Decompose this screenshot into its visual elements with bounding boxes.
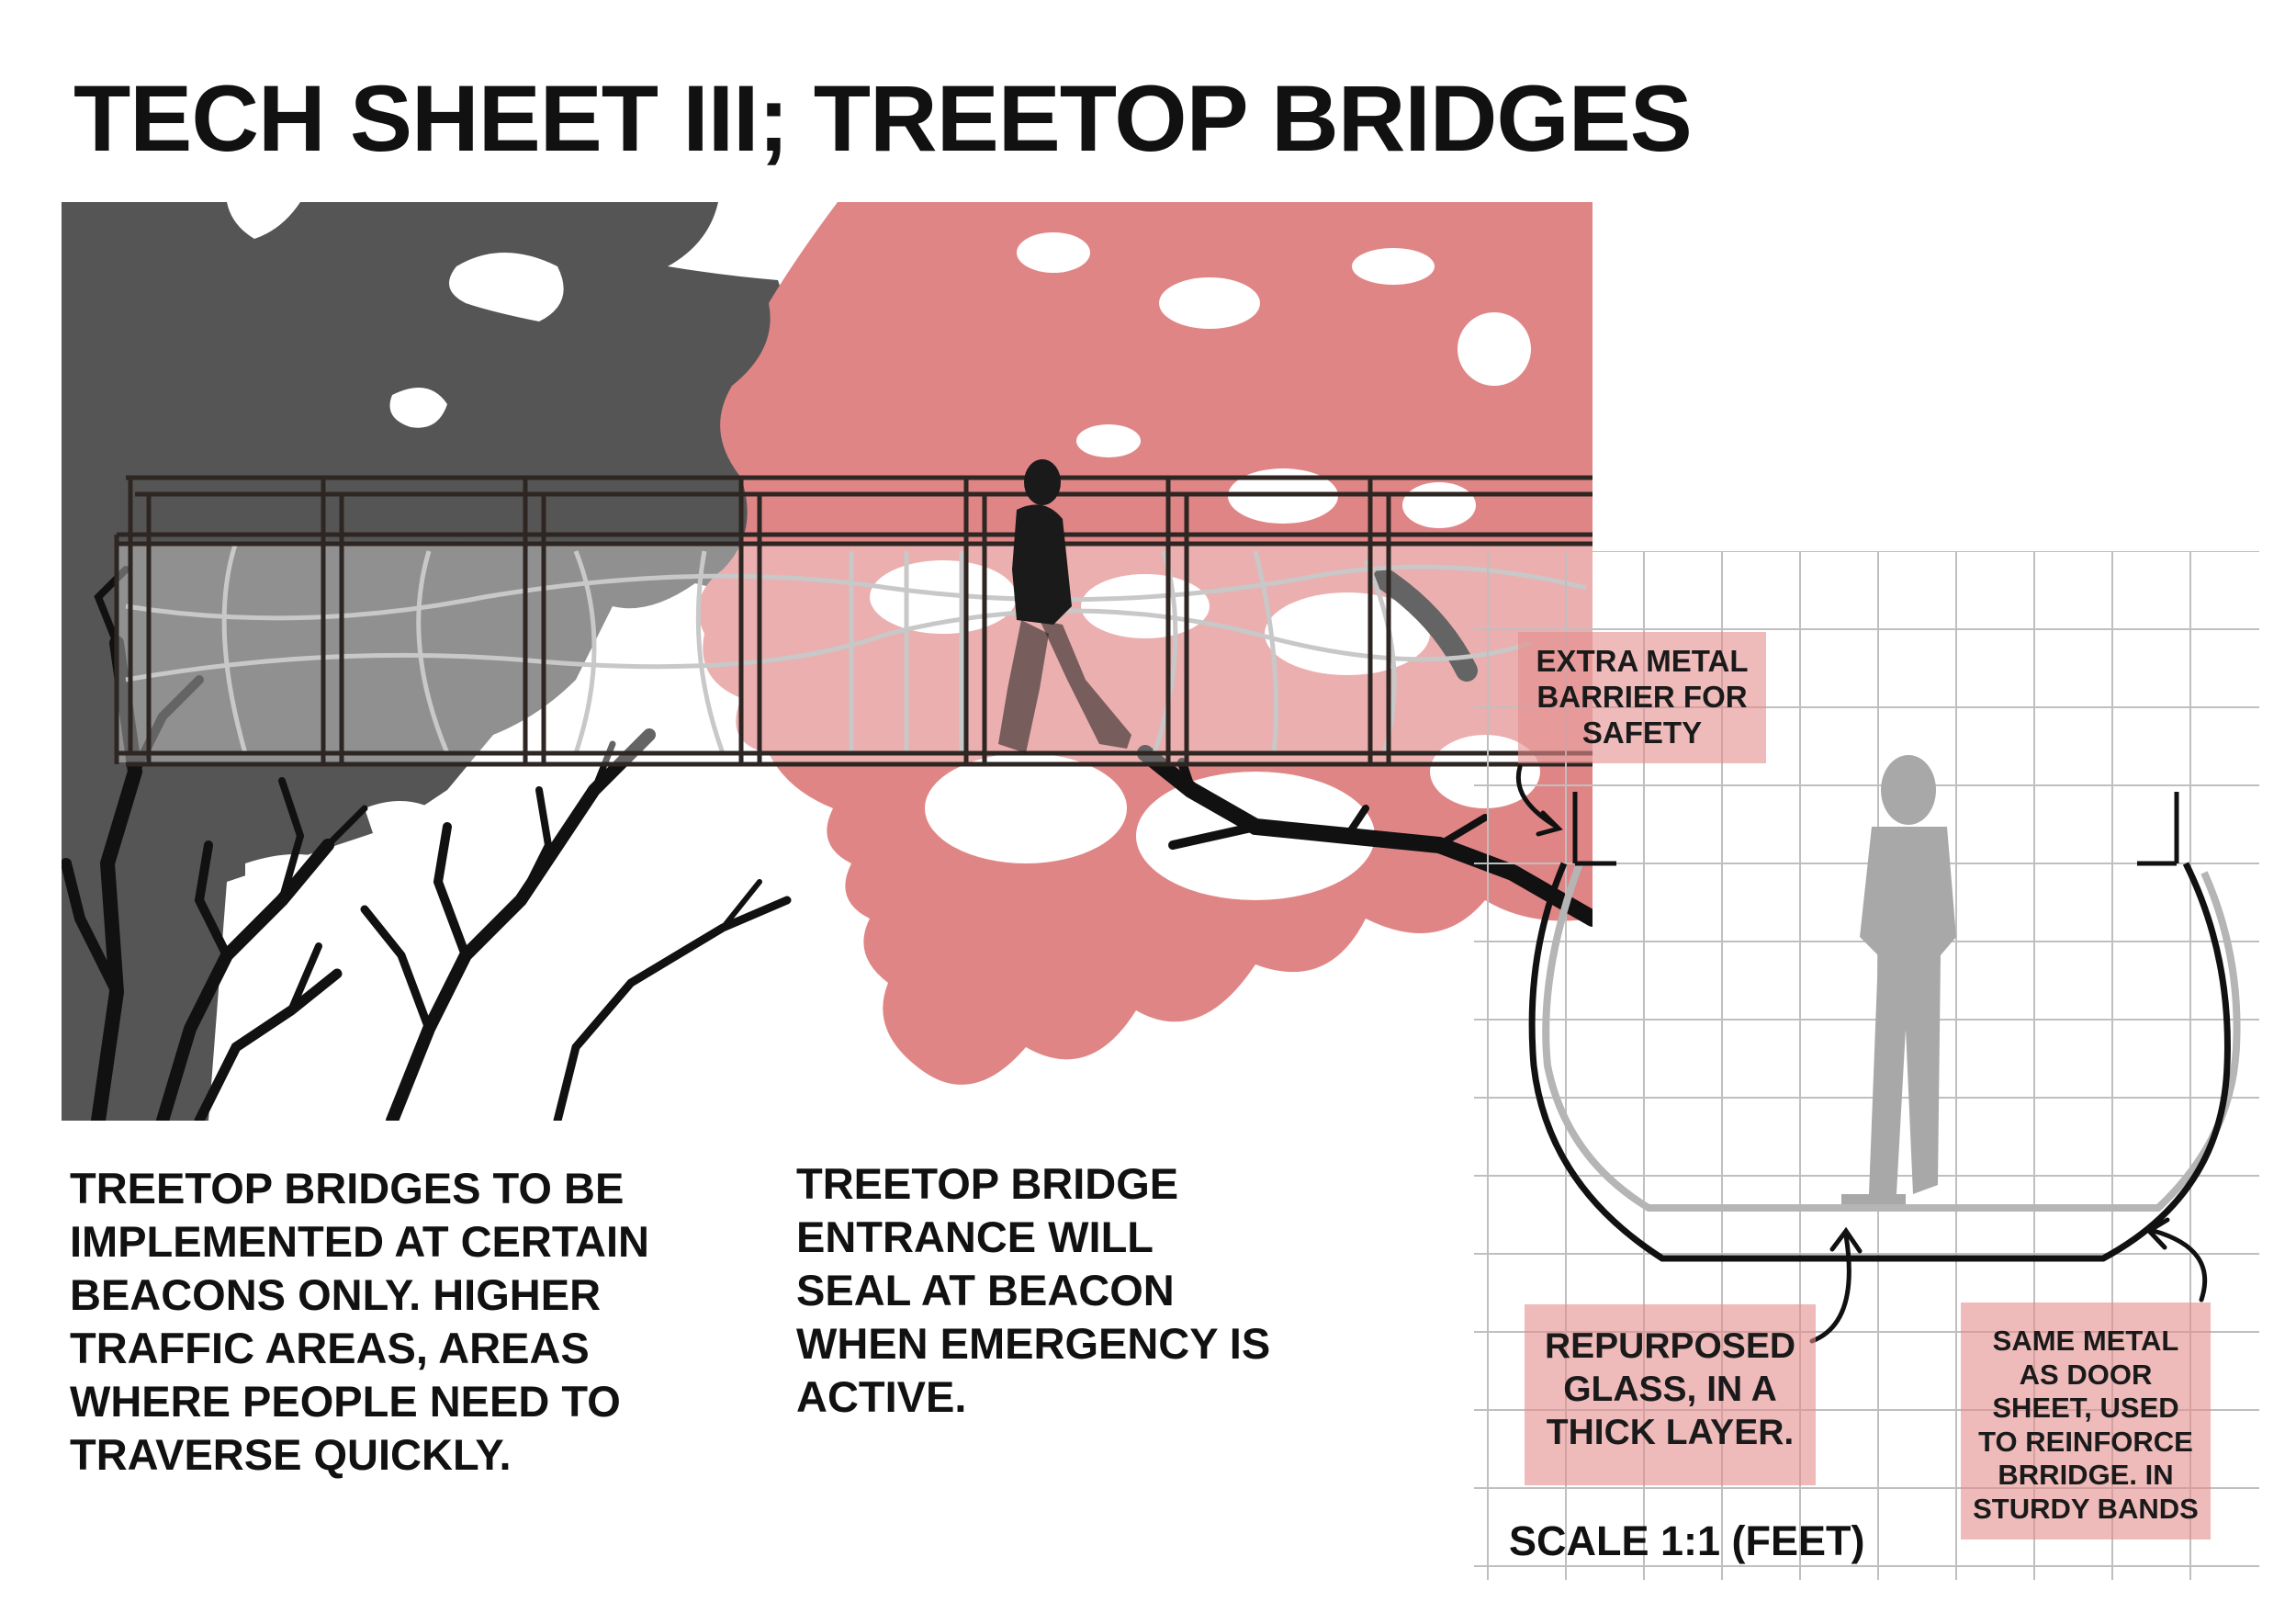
description-bridge-entrance: TREETOP BRIDGE ENTRANCE WILL SEAL AT BEA…: [796, 1159, 1271, 1421]
callout-reinforcing-metal: SAME METAL AS DOOR SHEET, USED TO REINFO…: [1961, 1303, 2211, 1539]
bridge-mesh-pattern: [125, 541, 1587, 754]
bridge-frame: [114, 475, 1593, 767]
page-title: TECH SHEET III; TREETOP BRIDGES: [73, 66, 1693, 171]
metal-hull: [1528, 862, 2231, 1262]
railing-posts: [1572, 792, 2179, 866]
curved-arrow-icon: [1515, 764, 2208, 1344]
bridge-elevation-illustration: [62, 202, 1593, 1121]
walking-person-silhouette-icon: [998, 459, 1131, 753]
pink-tree-canopy: [698, 202, 1593, 1085]
scale-label: SCALE 1:1 (FEET): [1509, 1517, 1865, 1564]
callout-repurposed-glass: REPURPOSED GLASS, IN A THICK LAYER.: [1525, 1304, 1816, 1485]
callout-metal-barrier: EXTRA METAL BARRIER FOR SAFETY: [1518, 632, 1766, 763]
description-treetop-bridges: TREETOP BRIDGES TO BE IMPLEMENTED AT CER…: [70, 1164, 649, 1479]
standing-person-silhouette-icon: [1841, 755, 1956, 1205]
glass-hull: [1542, 862, 2241, 1212]
